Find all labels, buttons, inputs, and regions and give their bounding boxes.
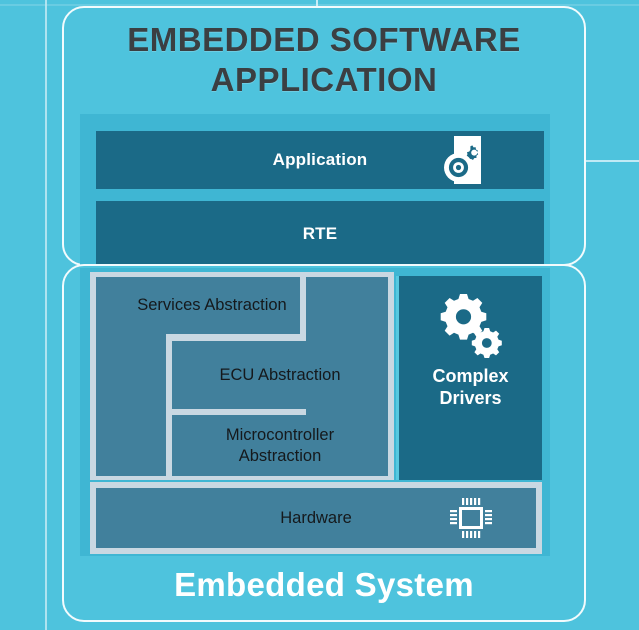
block-complex-drivers-line2: Drivers: [439, 387, 502, 408]
layer-services-abstraction-label: Services Abstraction: [137, 296, 287, 315]
block-complex-drivers-label: Complex Drivers: [432, 366, 508, 410]
application-gear-document-icon: [441, 134, 491, 186]
layer-microcontroller-abstraction-line2: Abstraction: [238, 446, 322, 465]
layer-services-abstraction-left-leg[interactable]: [96, 334, 166, 476]
layer-ecu-abstraction[interactable]: ECU Abstraction: [172, 341, 388, 409]
layer-ecu-abstraction-label: ECU Abstraction: [219, 365, 341, 384]
page-title: EMBEDDED SOFTWARE APPLICATION: [127, 21, 521, 99]
footer-title: Embedded System: [174, 566, 474, 603]
left-guide-line: [45, 0, 47, 630]
layer-hardware-label: Hardware: [280, 508, 352, 527]
layer-hardware[interactable]: Hardware: [96, 488, 536, 548]
layer-application-label: Application: [272, 150, 368, 169]
layer-services-abstraction[interactable]: Services Abstraction: [96, 277, 300, 334]
two-gears-icon: [434, 290, 508, 360]
top-rim-line: [0, 4, 639, 6]
layer-rte-label: RTE: [302, 223, 338, 243]
microchip-icon: [450, 495, 492, 541]
block-complex-drivers[interactable]: Complex Drivers: [396, 276, 542, 480]
layer-microcontroller-abstraction-line1: Microcontroller: [225, 425, 335, 444]
layer-services-abstraction-right-tab[interactable]: [306, 277, 388, 334]
layer-rte[interactable]: RTE: [96, 201, 544, 266]
right-connector-line: [553, 160, 639, 162]
layer-application[interactable]: Application: [96, 131, 544, 189]
layer-microcontroller-abstraction[interactable]: Microcontroller Abstraction: [172, 415, 388, 476]
block-complex-drivers-line1: Complex: [432, 366, 509, 386]
